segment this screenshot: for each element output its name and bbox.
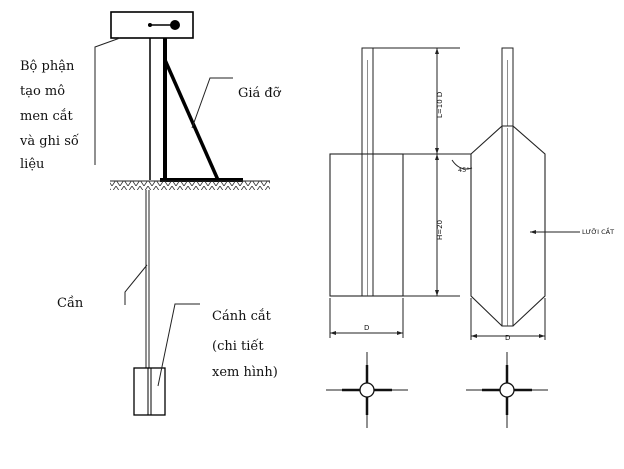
leader-measuring-unit — [94, 37, 121, 165]
angle-arc — [451, 159, 473, 170]
head-indicator-dot-small — [148, 23, 152, 27]
support-brace — [163, 59, 220, 181]
rect-vane-blade — [329, 153, 404, 297]
ground-hatching — [110, 181, 270, 190]
angle-label: 45° — [458, 166, 470, 174]
leader-vane — [157, 303, 200, 387]
label-measuring-unit: Bộ phận tạo mô men cắt và ghi số liệu — [19, 59, 83, 172]
dim-height: H=20 — [436, 220, 444, 240]
head-indicator-dot-large — [170, 20, 180, 30]
leader-support — [191, 77, 233, 129]
cross-taper-hub — [499, 382, 515, 398]
rectangular-vane — [329, 47, 404, 338]
cross-section-tapered — [466, 352, 548, 428]
label-support: Giá đỡ — [238, 86, 282, 101]
taper-vane-blade — [470, 125, 546, 327]
leader-rod — [124, 264, 148, 305]
dim-width-rect: D — [364, 324, 369, 332]
label-rod: Cần — [57, 295, 84, 311]
label-blade: LƯỠI CẮT — [582, 226, 614, 236]
cross-rect-hub — [359, 382, 375, 398]
tapered-vane — [451, 47, 580, 340]
label-vane: Cánh cắt (chi tiết xem hình) — [212, 308, 278, 380]
dim-shaft-length: L=10 D — [436, 92, 444, 118]
blade-pointer-arrow — [530, 230, 536, 234]
dim-width-tapered: D — [505, 334, 510, 342]
apparatus-assembly — [94, 11, 270, 416]
cross-section-rect — [326, 352, 408, 428]
vertical-dimensions — [373, 47, 460, 297]
